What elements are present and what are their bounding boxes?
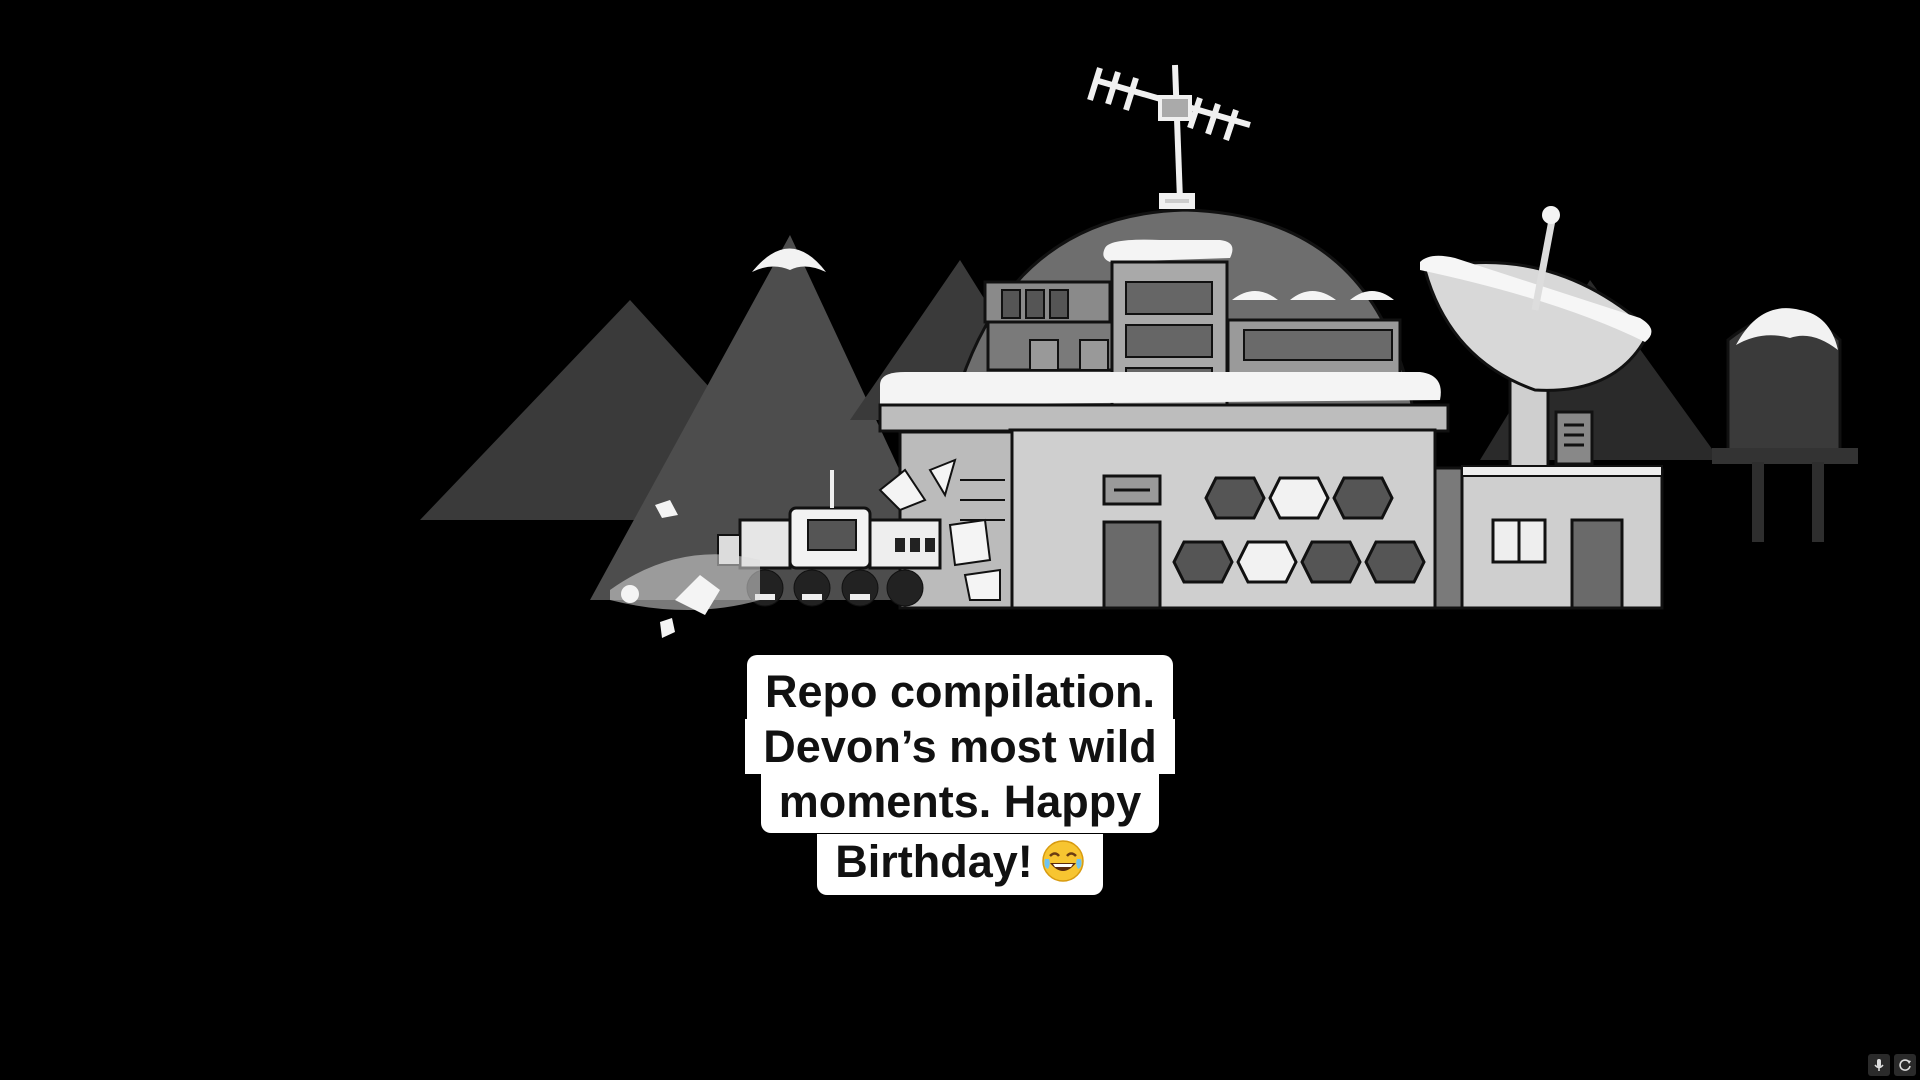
refresh-icon [1899,1059,1911,1071]
caption-line-4: Birthday! [0,834,1920,895]
video-controls [1868,1054,1916,1076]
mic-button[interactable] [1868,1054,1890,1076]
caption-box-4: Birthday! [817,834,1103,895]
caption-line-3: moments. Happy [0,774,1920,833]
dome-building [878,208,1450,433]
truck [610,470,942,638]
caption-text-1: Repo compilation. [746,655,1173,719]
main-building [878,428,1437,610]
caption-text-2: Devon’s most wild [745,719,1175,774]
caption-line-2: Devon’s most wild [0,719,1920,774]
caption-text-3: moments. Happy [760,774,1160,833]
side-building [1433,465,1664,610]
antenna [1087,64,1251,209]
microphone-icon [1874,1059,1884,1071]
caption-text-4: Birthday! [835,836,1033,887]
face-with-tears-of-joy-icon [1042,840,1084,882]
caption-line-1: Repo compilation. [0,655,1920,719]
refresh-button[interactable] [1894,1054,1916,1076]
water-tower [1712,308,1858,542]
satellite-dish [1420,206,1652,472]
